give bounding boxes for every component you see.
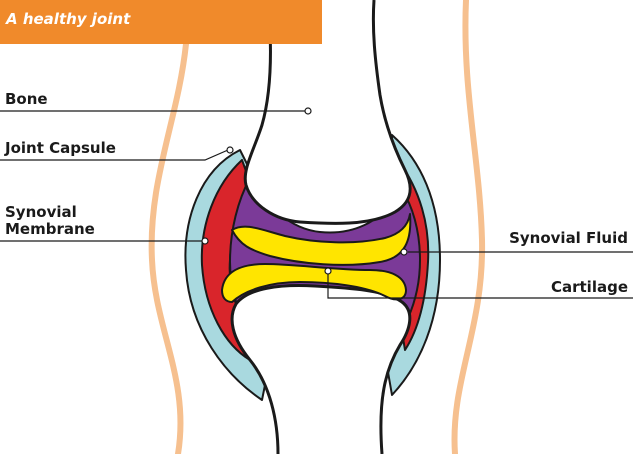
joint-capsule-label: Joint Capsule: [5, 141, 116, 156]
synovial-fluid-label: Synovial Fluid: [509, 231, 628, 246]
cartilage-leader-dot: [325, 268, 331, 274]
synovial-fluid-leader-dot: [401, 249, 407, 255]
synovial-membrane-leader-dot: [202, 238, 208, 244]
skin-outline-left: [152, 44, 186, 454]
title-banner: A healthy joint: [0, 0, 322, 44]
cartilage-label: Cartilage: [551, 280, 628, 295]
synovial-membrane-label-line1: Synovial: [5, 205, 77, 220]
bone-label: Bone: [5, 92, 48, 107]
title: A healthy joint: [6, 10, 130, 28]
skin-outline-right: [454, 0, 482, 454]
bone-leader-dot: [305, 108, 311, 114]
joint-capsule-leader-dot: [227, 147, 233, 153]
synovial-membrane-label-line2: Membrane: [5, 222, 95, 237]
lower-bone: [232, 286, 410, 454]
